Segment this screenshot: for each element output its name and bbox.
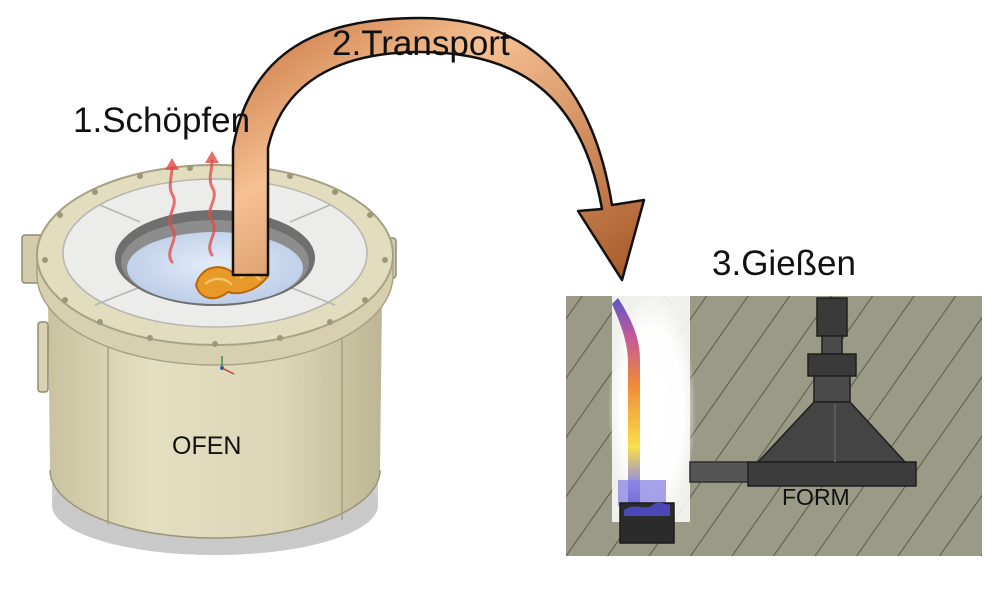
step-1-label: 1.Schöpfen [73,101,251,140]
mold-label: FORM [782,484,850,510]
furnace-label: OFEN [172,432,242,460]
step-2-label: 2.Transport [332,24,510,63]
transport-arrow [231,16,646,282]
cast-part [747,297,917,487]
runner-channel [689,461,751,483]
furnace [21,151,397,555]
step-3-label: 3.Gießen [712,244,856,283]
molten-metal-stream [612,298,640,505]
axis-marker-icon [220,356,235,375]
mold [566,292,982,556]
side-handle [37,321,49,393]
